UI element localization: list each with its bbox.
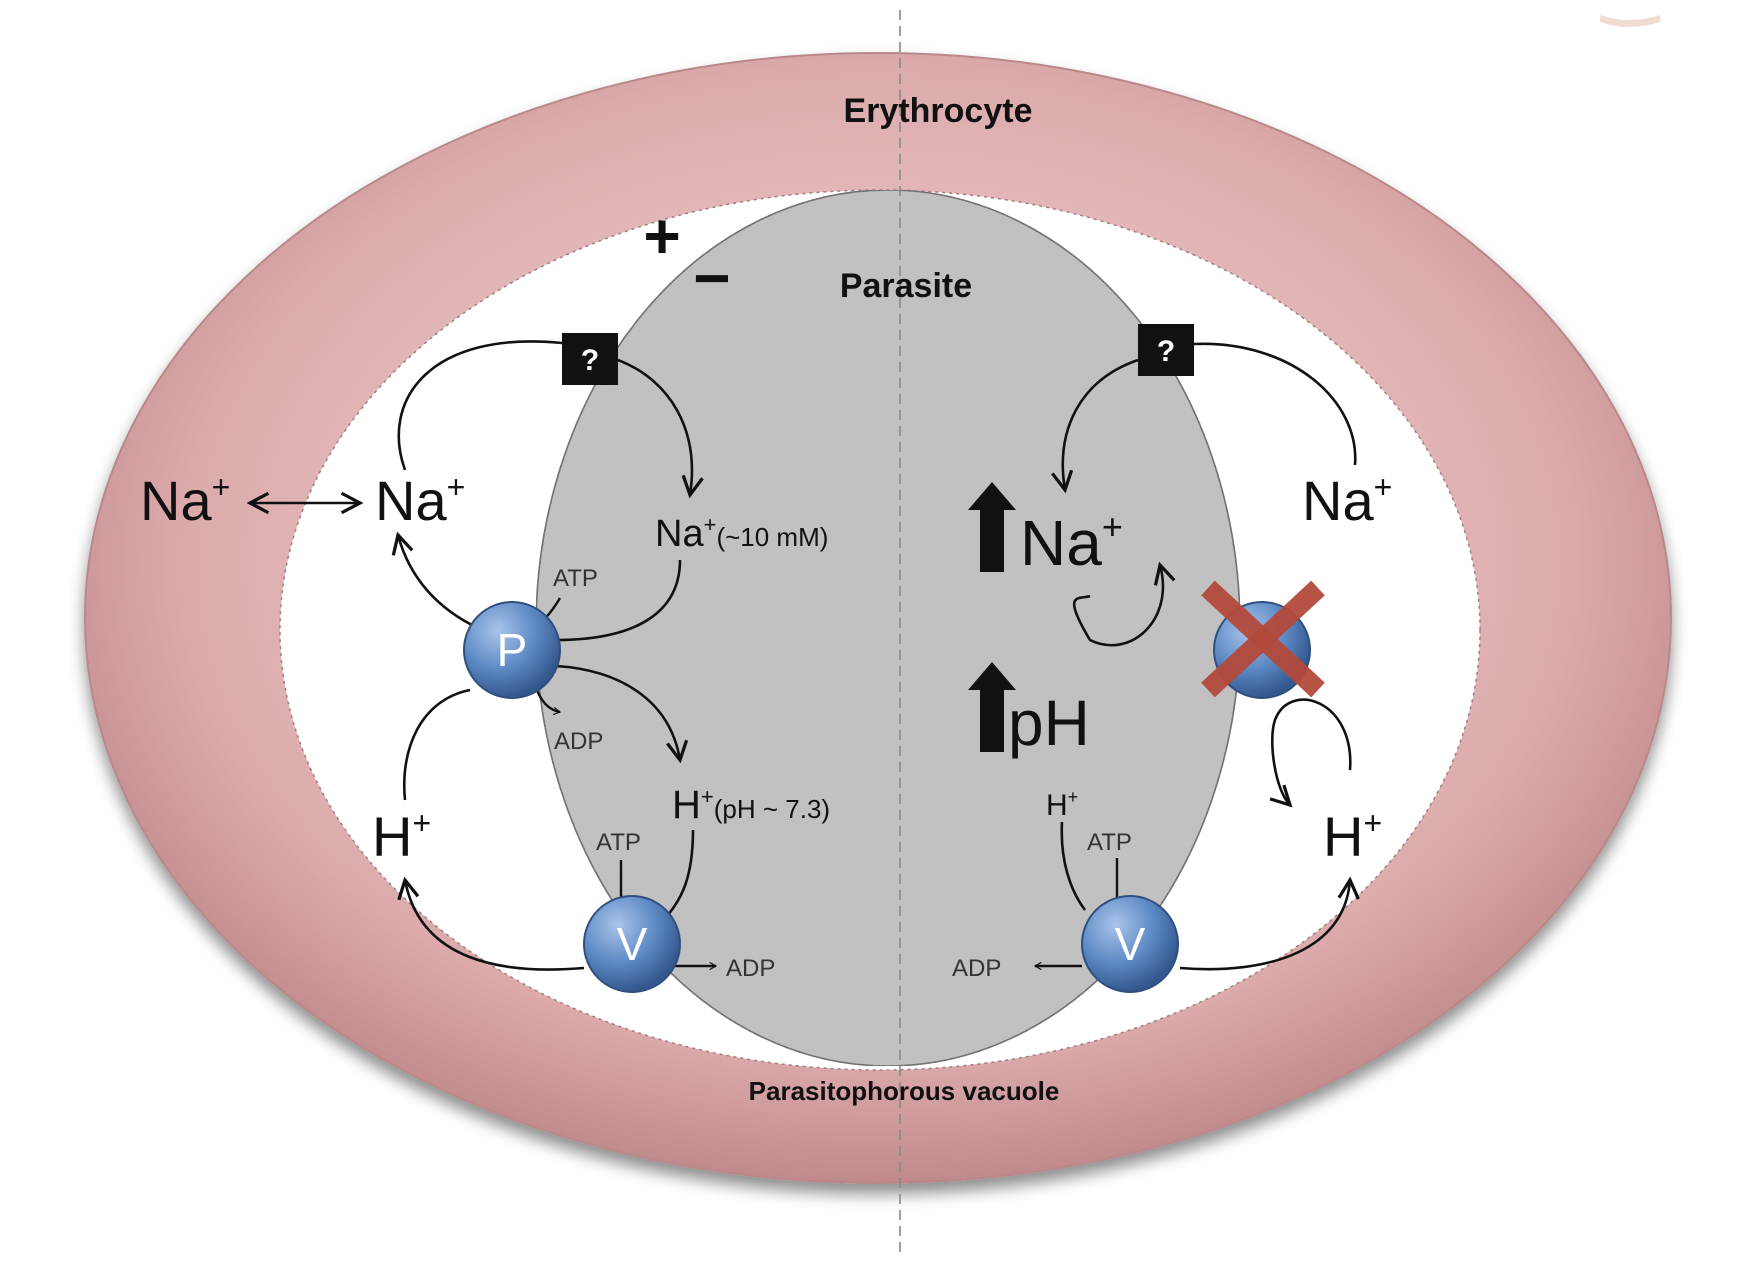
right-ph: pH — [1008, 687, 1090, 759]
left-adp-p: ADP — [554, 728, 603, 755]
left-na-inner: Na+(~10 mM) — [655, 512, 828, 555]
left-na-influx-arrow — [617, 358, 704, 499]
right-na-uptake-arc — [1193, 342, 1357, 466]
left-na-vacuole: Na+ — [375, 469, 465, 532]
right-v-pump-label: V — [1115, 918, 1146, 970]
ph-increase-arrow — [968, 662, 1016, 752]
erythrocyte-label: Erythrocyte — [844, 92, 1033, 130]
right-adp-v: ADP — [952, 955, 1001, 982]
corner-decoration — [1600, 15, 1660, 27]
right-atp-v: ATP — [1087, 829, 1132, 856]
left-h-inner: H+(pH ~ 7.3) — [672, 783, 830, 827]
right-h-cycle-arrow — [1269, 698, 1352, 808]
right-transporter-label: ? — [1157, 335, 1175, 368]
left-v-pump-label: V — [617, 918, 648, 970]
right-unknown-transporter — [1138, 324, 1194, 376]
parasite-label: Parasite — [840, 267, 972, 305]
minus-sign: − — [693, 242, 730, 314]
right-na-curl-arrow — [1072, 561, 1176, 647]
plus-sign: + — [643, 200, 680, 272]
right-h-efflux-arrow — [1179, 876, 1360, 971]
inhibition-x-icon — [1201, 580, 1325, 698]
right-h-vacuole: H+ — [1323, 805, 1382, 868]
right-na-inner: Na+ — [1020, 506, 1123, 579]
left-atp-v: ATP — [596, 829, 641, 856]
left-h-efflux-arrow — [397, 876, 585, 971]
right-h-inner: H+ — [1046, 787, 1078, 822]
left-adp-v: ADP — [726, 955, 775, 982]
left-na-efflux-arrow — [391, 531, 479, 630]
left-h-to-p-arc — [402, 688, 471, 801]
right-v-pump: V — [1081, 895, 1179, 993]
left-na-outer: Na+ — [140, 469, 230, 532]
left-unknown-transporter — [562, 333, 618, 385]
left-p-pump: P — [463, 601, 561, 699]
left-p-pump-label: P — [497, 624, 528, 676]
left-na-to-p-arc — [555, 559, 682, 642]
left-v-pump: V — [583, 895, 681, 993]
left-h-vacuole: H+ — [372, 805, 431, 868]
left-atp-p: ATP — [553, 565, 598, 592]
left-na-uptake-arc — [397, 340, 563, 471]
left-h-influx-arrow — [555, 664, 689, 764]
right-na-influx-arrow — [1051, 358, 1139, 494]
left-h-to-v-arc — [666, 829, 695, 916]
right-na-vacuole: Na+ — [1302, 469, 1392, 532]
left-transporter-label: ? — [581, 344, 599, 377]
right-h-to-v-arc — [1060, 821, 1087, 911]
na-increase-arrow — [968, 482, 1016, 572]
vacuole-label: Parasitophorous vacuole — [749, 1076, 1060, 1106]
